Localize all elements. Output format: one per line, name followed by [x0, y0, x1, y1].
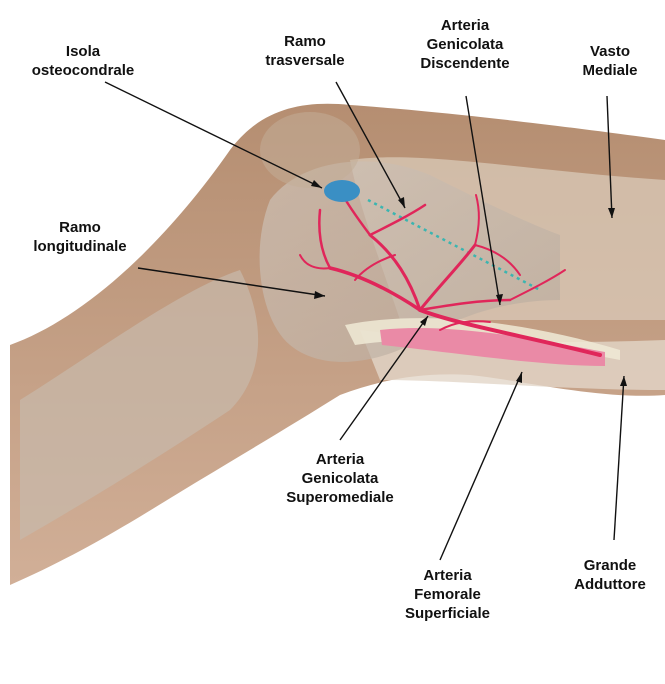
patella-bone: [260, 112, 360, 188]
label-isola-osteocondrale: Isola osteocondrale: [8, 42, 158, 80]
label-ramo-longitudinale: Ramo longitudinale: [20, 218, 140, 256]
label-vasto-mediale: Vasto Mediale: [565, 42, 655, 80]
label-grande-adduttore: Grande Adduttore: [560, 556, 660, 594]
leader-grande-adduttore: [614, 376, 624, 540]
label-ramo-trasversale: Ramo trasversale: [250, 32, 360, 70]
leader-arteria-fem-sup: [440, 372, 522, 560]
label-arteria-femorale-superficiale: Arteria Femorale Superficiale: [385, 566, 510, 623]
label-arteria-genicolata-superomediale: Arteria Genicolata Superomediale: [270, 450, 410, 507]
label-arteria-genicolata-discendente: Arteria Genicolata Discendente: [400, 16, 530, 73]
osteochondral-island: [324, 180, 360, 202]
